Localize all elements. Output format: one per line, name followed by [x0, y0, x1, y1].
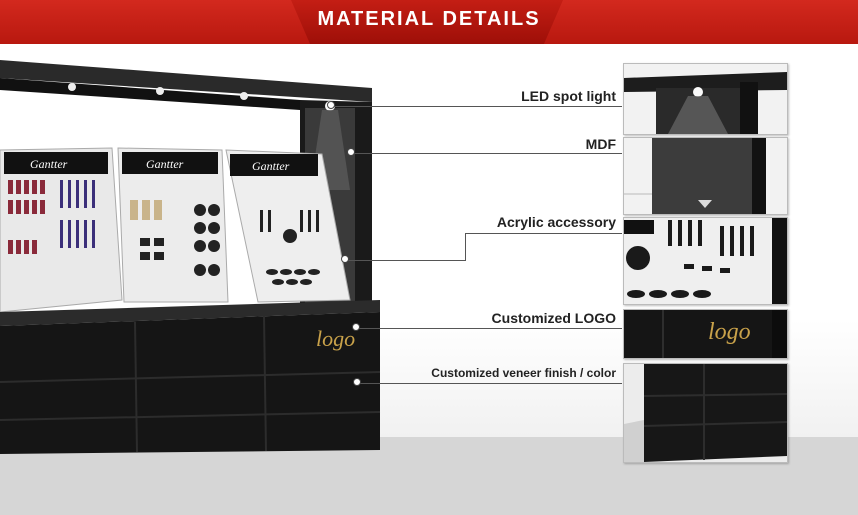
- ceiling-light: [156, 87, 164, 95]
- callout-label-logo: Customized LOGO: [491, 310, 616, 326]
- page-title: MATERIAL DETAILS: [317, 8, 541, 30]
- callout-line-acrylic-2: [346, 260, 466, 261]
- mdf-detail-image: [624, 138, 787, 214]
- callout-line-acrylic: [466, 233, 622, 234]
- callout-label-led: LED spot light: [521, 88, 616, 104]
- callout-label-mdf: MDF: [585, 136, 616, 152]
- led-detail-image: [624, 64, 787, 134]
- detail-logo-edge: [772, 310, 787, 358]
- callout-line-veneer: [382, 383, 622, 384]
- callout-line-veneer-2: [358, 383, 382, 384]
- callout-dot-logo: [352, 323, 360, 331]
- veneer-detail-image: [624, 364, 787, 462]
- panel-brand: Gantter: [146, 157, 184, 171]
- cabinet-logo: logo: [316, 326, 355, 351]
- callout-line-mdf: [352, 153, 622, 154]
- header-banner: MATERIAL DETAILS: [0, 0, 858, 44]
- callout-dot-led: [327, 101, 335, 109]
- header-tab: [291, 0, 563, 44]
- detail-logo: logo: [708, 319, 751, 345]
- callout-label-veneer: Customized veneer finish / color: [431, 366, 616, 380]
- callout-dot-mdf: [347, 148, 355, 156]
- lipstick-rack: [8, 180, 45, 254]
- callout-line-acrylic-v: [465, 233, 466, 260]
- panel-brand: Gantter: [30, 157, 68, 171]
- acrylic-detail-image: [624, 218, 787, 304]
- callout-line-led: [332, 106, 622, 107]
- counter-top: [0, 300, 380, 326]
- foundation-rack: [130, 200, 319, 232]
- acrylic-panel-right: [225, 149, 351, 303]
- brush-rack: [60, 180, 95, 248]
- drawer-lines: [0, 315, 381, 453]
- ceiling-light: [240, 92, 248, 100]
- callout-dot-veneer: [353, 378, 361, 386]
- compact-rack: [140, 204, 320, 285]
- detail-thumb-mdf: [623, 137, 788, 215]
- canopy-top: [0, 60, 372, 102]
- detail-thumb-acrylic: [623, 217, 788, 305]
- acrylic-panel-mid: [117, 147, 229, 303]
- detail-logo-divider: [662, 310, 664, 358]
- detail-thumb-veneer: [623, 363, 788, 463]
- detail-thumb-led: [623, 63, 788, 135]
- panel-brand: Gantter: [252, 159, 290, 173]
- display-cabinet-render: Gantter Gantter Gantter logo: [0, 60, 381, 454]
- detail-thumb-logo: logo: [623, 309, 788, 359]
- callout-line-logo: [357, 328, 622, 329]
- callout-label-acrylic: Acrylic accessory: [496, 214, 616, 230]
- ceiling-light: [68, 83, 76, 91]
- callout-dot-acrylic: [341, 255, 349, 263]
